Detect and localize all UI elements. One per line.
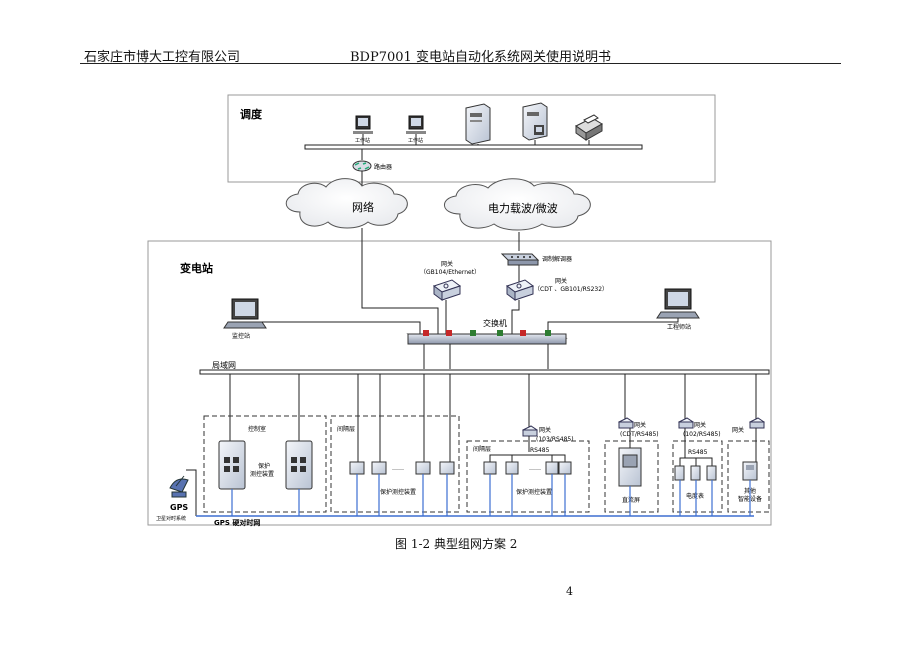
meter-label: 电度表 [686, 492, 704, 500]
protect-3-label: 保护测控装置 [516, 488, 552, 496]
workstation-1-icon [353, 115, 373, 145]
meter-devices [674, 465, 717, 481]
meter-frame [672, 440, 723, 513]
gateway-cdt-icon [505, 279, 535, 301]
gateway-eth-icon [432, 279, 462, 301]
page-number: 4 [566, 585, 573, 598]
network-cloud [285, 178, 408, 229]
cloud-network-label: 网络 [352, 200, 374, 214]
rs485-2-label: RS485 [688, 449, 708, 456]
gateway-103-label-1: 网关 [539, 426, 551, 434]
dispatch-title: 调度 [240, 107, 263, 121]
modem-icon [500, 253, 540, 266]
dispatch-bus [304, 144, 643, 150]
router-icon [352, 160, 372, 172]
header-document-title: BDP7001 变电站自动化系统网关使用说明书 [350, 50, 611, 65]
gateway-cdt-label-1: 网关 [555, 277, 567, 285]
protect-panel-2-icon [285, 440, 313, 490]
other-device-icon [742, 461, 758, 481]
control-room-frame [203, 415, 327, 513]
lan-label: 局域网 [212, 360, 236, 370]
gateway-cdt-rs485-label-1: 网关 [634, 421, 646, 429]
other-device-frame [727, 440, 770, 513]
monitor-station-label: 监控站 [232, 332, 250, 340]
gateway-cdt-rs485-label-2: (CDT/RS485) [620, 431, 659, 438]
workstation-1-label: 工作站 [355, 137, 370, 144]
router-label: 路由器 [374, 163, 392, 171]
protect-1-label-b: 测控装置 [250, 470, 274, 478]
dc-screen-icon [618, 447, 642, 487]
bay-1-devices [349, 461, 455, 475]
server-2-icon [522, 102, 548, 145]
header-company: 石家庄市博大工控有限公司 [84, 50, 241, 65]
engineer-station-icon [656, 288, 700, 319]
engineer-station-label: 工程师站 [667, 323, 691, 331]
gateway-102-icon [678, 417, 694, 429]
printer-icon [575, 114, 603, 145]
gateway-eth-label-2: （GB104/Ethernet） [420, 269, 480, 276]
control-room-label: 控制室 [248, 425, 266, 433]
gateway-other-icon [749, 417, 765, 429]
figure-caption: 图 1-2 典型组网方案 2 [395, 537, 518, 551]
workstation-2-label: 工作站 [408, 137, 423, 144]
dispatch-frame [227, 94, 716, 183]
gps-bus-label: GPS 硬对时网 [214, 518, 260, 527]
gps-sub-label: 卫星对时系统 [156, 515, 186, 522]
gateway-eth-label-1: 网关 [441, 260, 453, 268]
workstation-2-icon [406, 115, 426, 145]
protect-1-label-a: 保护 [258, 462, 270, 470]
bay-2-dots: …… [529, 465, 541, 472]
bay-1-frame [330, 415, 460, 513]
monitor-station-icon [223, 298, 267, 329]
bay-2-frame [466, 440, 590, 513]
bay-2-label: 间隔层 [473, 445, 491, 453]
bay-1-dots: …… [392, 465, 404, 472]
gps-satellite-icon [169, 475, 189, 498]
gateway-other-label: 网关 [732, 426, 744, 434]
protect-panel-1-icon [218, 440, 246, 490]
server-1-icon [465, 103, 491, 145]
header-rule [80, 63, 841, 64]
substation-frame [147, 240, 772, 526]
switch-icon [406, 330, 568, 345]
power-carrier-cloud [444, 178, 591, 231]
gateway-103-icon [522, 425, 538, 437]
gps-sync-drops [231, 474, 751, 516]
gateway-103-label-2: (103/RS485) [536, 436, 574, 443]
cloud-power-label: 电力载波/微波 [488, 201, 558, 215]
rs485-1-label: RS485 [530, 447, 550, 454]
bay-1-label: 间隔层 [337, 425, 355, 433]
gateway-cdt-label-2: （CDT 、GB101/RS232） [534, 286, 608, 293]
gateway-cdt-rs485-icon [618, 417, 634, 429]
switch-label: 交换机 [483, 318, 507, 328]
modem-label: 调制解调器 [542, 255, 572, 263]
dc-screen-label: 直流屏 [622, 496, 640, 504]
gps-label: GPS [170, 503, 188, 512]
gateway-102-label-1: 网关 [694, 421, 706, 429]
dc-screen-frame [604, 440, 659, 513]
lan-bus [199, 369, 770, 375]
bay-2-devices [483, 461, 572, 475]
gateway-102-label-2: (102/RS485) [683, 431, 721, 438]
protect-2-label: 保护测控装置 [380, 488, 416, 496]
substation-title: 变电站 [180, 261, 213, 275]
